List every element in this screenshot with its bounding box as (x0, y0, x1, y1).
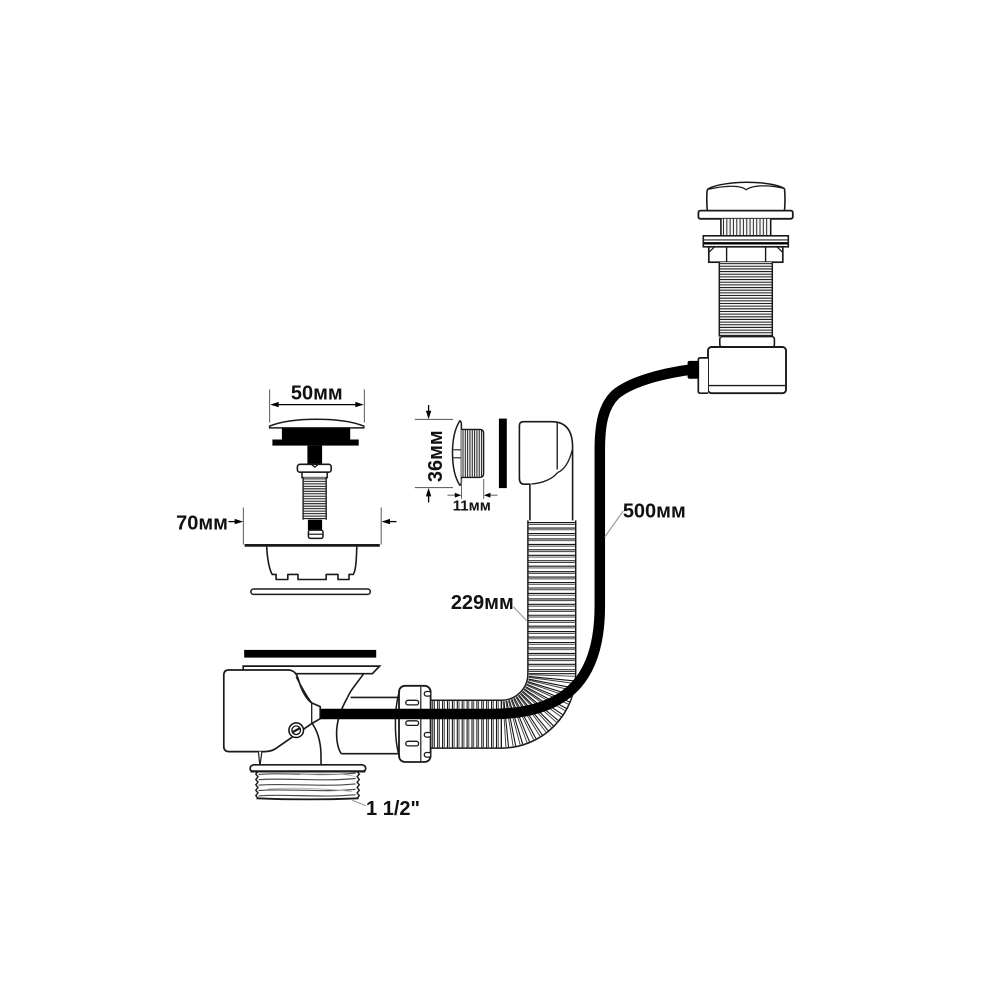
svg-text:36мм: 36мм (425, 430, 447, 482)
svg-text:500мм: 500мм (623, 501, 686, 523)
svg-text:50мм: 50мм (291, 383, 343, 405)
svg-text:70мм: 70мм (176, 512, 228, 534)
svg-text:1 1/2": 1 1/2" (366, 798, 420, 820)
svg-text:11мм: 11мм (453, 497, 491, 514)
svg-text:229мм: 229мм (451, 592, 514, 614)
